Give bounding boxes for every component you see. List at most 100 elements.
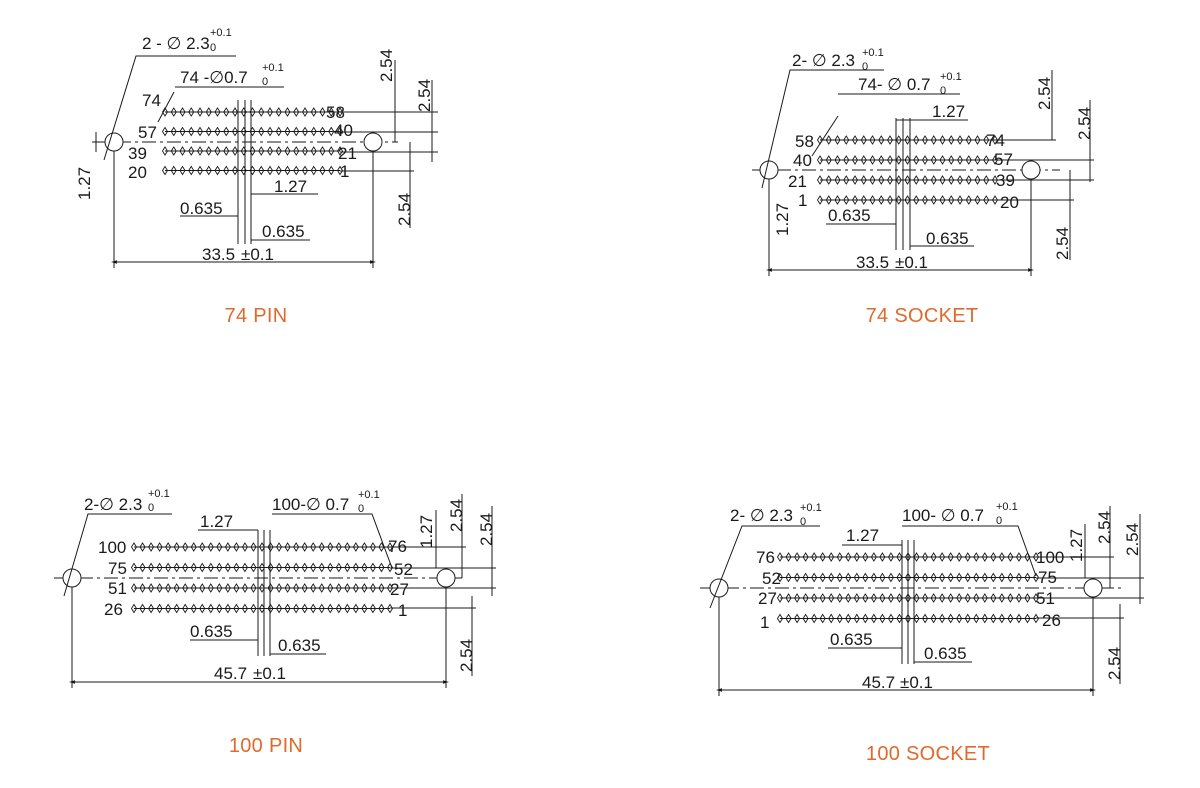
contact-pin bbox=[870, 572, 877, 583]
contact-pin bbox=[836, 572, 843, 583]
contact-pin bbox=[170, 126, 177, 137]
row-2-left-label: 75 bbox=[108, 559, 127, 578]
contact-pin bbox=[869, 135, 876, 145]
contact-pin bbox=[344, 603, 351, 614]
contact-pin bbox=[319, 107, 326, 117]
contact-pin bbox=[851, 155, 859, 165]
contact-pin bbox=[224, 562, 231, 573]
panel-100-socket: 76 100 52 75 27 51 1 26 2- ∅ 2.3 +0.1 0 … bbox=[700, 501, 1144, 765]
contact-pin bbox=[207, 542, 214, 552]
contact-pin bbox=[310, 583, 317, 593]
contact-pin bbox=[956, 552, 963, 562]
contact-pin bbox=[785, 572, 792, 583]
panel-74-socket: 58 74 40 57 21 39 1 20 2- ∅ 2.3 +0.1 0 7… bbox=[752, 47, 1094, 327]
contact-pin bbox=[328, 146, 335, 156]
contact-spec-label: 100- ∅ 0.7 bbox=[902, 506, 984, 525]
contact-pin bbox=[284, 542, 291, 552]
contact-pin bbox=[851, 175, 859, 185]
contact-pin bbox=[148, 583, 155, 593]
contact-pin bbox=[139, 542, 146, 552]
contact-pin bbox=[293, 562, 300, 573]
contact-pin bbox=[199, 562, 206, 573]
contact-pin bbox=[233, 542, 240, 552]
row-spacing-a-label: 2.54 bbox=[447, 499, 466, 532]
contact-pin bbox=[173, 583, 180, 593]
contact-pin bbox=[156, 583, 163, 593]
contact-pin bbox=[862, 572, 869, 583]
contact-pin bbox=[207, 562, 214, 573]
pitch-label: 1.27 bbox=[846, 526, 879, 545]
contact-pin bbox=[327, 583, 334, 593]
row-3-left-label: 39 bbox=[128, 144, 147, 163]
contact-pin bbox=[998, 572, 1005, 583]
contact-pin bbox=[776, 613, 784, 624]
contact-pin bbox=[1024, 572, 1031, 583]
overall-label: 45.7 bbox=[214, 664, 247, 683]
row-spacing-a-label: 2.54 bbox=[1035, 77, 1054, 110]
contact-pin bbox=[947, 593, 954, 603]
contact-pin bbox=[130, 562, 138, 573]
panel-74-pin: 74 58 57 40 39 21 20 1 2 - ∅ 2.3 +0.1 0 … bbox=[75, 27, 438, 327]
contact-leader bbox=[272, 513, 393, 569]
row-spacing-b-label: 2.54 bbox=[1075, 107, 1094, 140]
contact-pin bbox=[276, 603, 283, 614]
contact-pin bbox=[335, 562, 342, 573]
contact-pin bbox=[344, 583, 351, 593]
contact-pin bbox=[301, 542, 308, 552]
hole-leader bbox=[761, 69, 884, 189]
contact-pin bbox=[161, 107, 169, 117]
contact-pin bbox=[921, 135, 929, 145]
contact-pin bbox=[214, 165, 221, 176]
hole-spec-label: 2-∅ 2.3 bbox=[84, 495, 142, 514]
contact-pin bbox=[240, 146, 247, 156]
contact-pin bbox=[335, 583, 342, 593]
contact-pin bbox=[879, 613, 886, 624]
contact-pin bbox=[973, 572, 980, 583]
contact-pin bbox=[974, 195, 981, 205]
contact-pin bbox=[974, 155, 981, 165]
hole-tol-upper: +0.1 bbox=[800, 502, 822, 514]
contact-pin bbox=[378, 562, 385, 573]
contact-rows bbox=[161, 107, 344, 176]
half-pitch-a-label: 0.635 bbox=[180, 199, 223, 218]
row-4-left-label: 1 bbox=[760, 613, 769, 632]
contact-pin bbox=[794, 552, 801, 562]
contact-pin bbox=[328, 107, 335, 117]
contact-pin bbox=[233, 603, 240, 614]
contact-pin bbox=[179, 146, 186, 156]
contact-pin bbox=[843, 155, 850, 165]
contact-pin bbox=[310, 542, 317, 552]
contact-pin bbox=[378, 603, 385, 614]
contact-spec-label: 74 -∅0.7 bbox=[180, 68, 248, 87]
hole-tol-lower: 0 bbox=[210, 42, 216, 54]
contact-pin bbox=[148, 603, 155, 614]
contact-pin bbox=[310, 107, 317, 117]
contact-pin bbox=[964, 613, 971, 624]
contact-pin bbox=[318, 562, 325, 573]
contact-pin bbox=[819, 613, 826, 624]
contact-pin bbox=[990, 572, 997, 583]
contact-pin bbox=[836, 613, 843, 624]
contact-tol-upper: +0.1 bbox=[996, 501, 1018, 513]
contact-pin bbox=[956, 195, 964, 205]
mounting-hole-left bbox=[62, 568, 82, 588]
contact-pin bbox=[344, 562, 351, 573]
contact-pin bbox=[845, 593, 852, 603]
contact-pin bbox=[930, 613, 937, 624]
contact-rows bbox=[130, 542, 394, 614]
contact-pin bbox=[170, 165, 177, 176]
contact-pin bbox=[318, 583, 325, 593]
contact-pin bbox=[170, 146, 177, 156]
contact-pin bbox=[173, 603, 180, 614]
contact-pin bbox=[802, 593, 809, 603]
contact-pin bbox=[948, 135, 955, 145]
contact-tol-lower: 0 bbox=[996, 515, 1002, 527]
contact-pin bbox=[776, 552, 784, 562]
contact-pin bbox=[939, 135, 946, 145]
overall-label: 33.5 bbox=[856, 253, 889, 272]
contact-pin bbox=[224, 603, 231, 614]
contact-pin bbox=[241, 562, 248, 573]
contact-pin bbox=[886, 195, 894, 205]
contact-pin bbox=[870, 552, 877, 562]
contact-pin bbox=[913, 572, 920, 583]
